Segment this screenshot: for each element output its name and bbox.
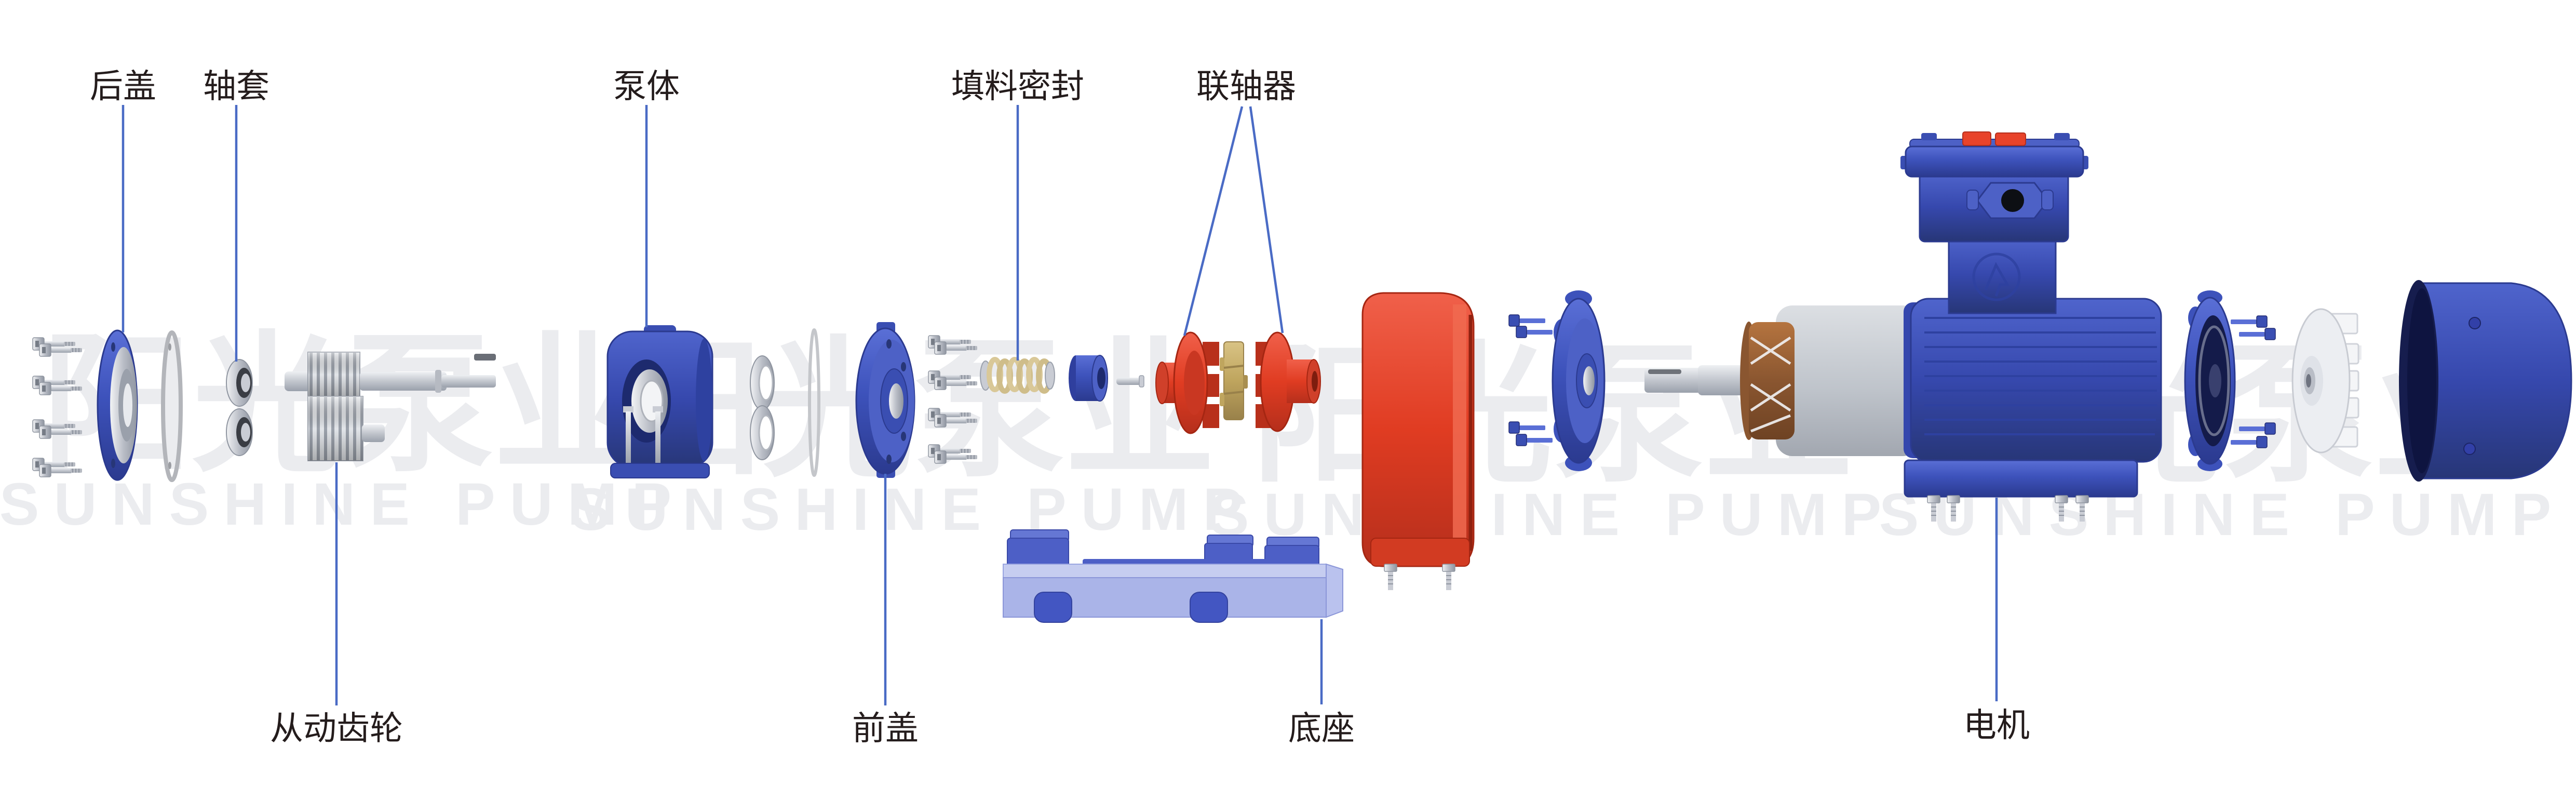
shaft-sleeves — [226, 359, 253, 456]
cooling-fan — [2291, 308, 2359, 454]
label-rear-cover: 后盖 — [90, 68, 156, 106]
driven-gear-assembly — [285, 352, 496, 461]
coupling-spider — [1220, 341, 1248, 420]
coupling-half-right — [1256, 331, 1321, 432]
base-foot — [1034, 592, 1072, 623]
label-front-cover: 前盖 — [852, 710, 919, 748]
label-packing-seal: 填料密封 — [951, 68, 1084, 106]
junction-box — [1900, 131, 2088, 314]
watermark-en: SUNSHINE PUMP — [571, 476, 1257, 543]
leader-lines — [122, 105, 1998, 705]
watermark-en: SUNSHINE PUMP — [1209, 482, 1896, 548]
packing-gland — [1069, 355, 1108, 402]
rear-endbell-flange — [2184, 290, 2236, 471]
coupling-half-left — [1155, 331, 1219, 434]
shaft-sleeve-1 — [226, 359, 253, 407]
label-coupling: 联轴器 — [1196, 68, 1296, 106]
label-motor: 电机 — [1963, 706, 2030, 745]
packing-seal — [980, 357, 1055, 394]
label-pump-body: 泵体 — [613, 68, 680, 106]
shaft-sleeve-2 — [226, 408, 253, 456]
motor — [1900, 131, 2162, 522]
brand-emblem — [1972, 252, 2021, 301]
watermark-2: 阳光泵业 SUNSHINE PUMP — [571, 323, 1257, 543]
label-base: 底座 — [1288, 710, 1355, 748]
base-plate — [1003, 529, 1343, 623]
dowel-pin — [1116, 375, 1144, 388]
pump-body — [606, 325, 713, 478]
motor-shaft — [1644, 365, 1750, 395]
base-foot — [1190, 592, 1228, 623]
gear-hub-right — [362, 424, 385, 442]
motor-bracket-flange — [1552, 290, 1606, 471]
coupling-guard — [1361, 292, 1475, 591]
gear-hub-left — [285, 371, 311, 391]
gear-shaft — [360, 372, 447, 391]
leader-coupling-right — [1249, 106, 1284, 334]
rear-gasket — [161, 330, 183, 482]
fan-cover — [2399, 280, 2572, 482]
terminal-marker-2 — [1995, 132, 2026, 146]
shaft-key — [474, 354, 496, 361]
shaft-keyway — [1648, 369, 1681, 374]
leader-coupling-left — [1183, 106, 1244, 336]
front-cover — [855, 322, 915, 478]
label-driven-gear: 从动齿轮 — [270, 710, 403, 748]
motor-fins — [1924, 317, 2157, 435]
wear-rings — [750, 328, 820, 477]
rotor-windings — [1749, 322, 1795, 439]
motor-body — [1910, 298, 2162, 463]
rear-cover — [97, 329, 138, 481]
part-labels: 后盖 轴套 泵体 填料密封 联轴器 从动齿轮 前盖 底座 电机 — [90, 68, 2030, 748]
terminal-marker-1 — [1962, 131, 1991, 146]
flat-gasket — [808, 328, 820, 477]
motor-feet — [1904, 459, 2138, 498]
label-shaft-sleeve: 轴套 — [203, 68, 269, 106]
fan-cover-screws — [2463, 317, 2481, 455]
rotor-stator — [1740, 305, 1919, 456]
